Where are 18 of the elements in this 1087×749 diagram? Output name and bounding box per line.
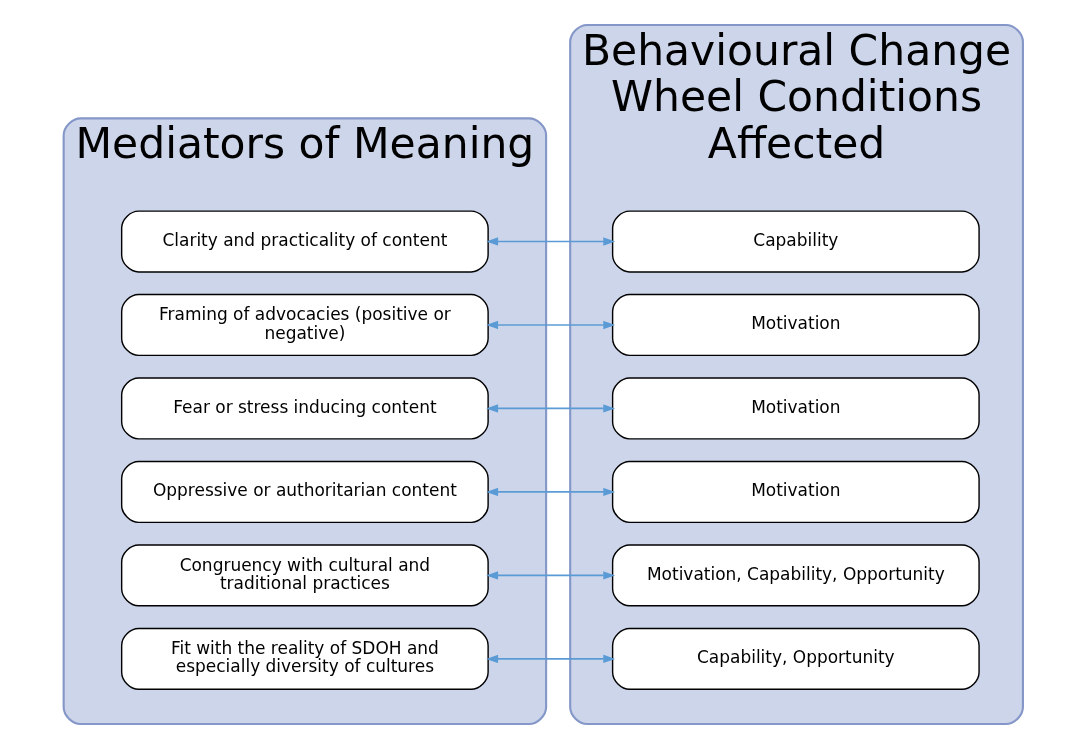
- node-box: Motivation: [611, 460, 980, 524]
- arrow: [485, 571, 615, 580]
- node-box: Congruency with cultural and traditional practices: [120, 544, 489, 607]
- node-box: Clarity and practicality of content: [120, 210, 489, 273]
- node-box: Motivation: [611, 377, 980, 440]
- arrow: [485, 404, 615, 413]
- node-box: Framing of advocacies (positive or negative): [120, 293, 489, 357]
- node-box: Capability, Opportunity: [611, 627, 980, 690]
- node-box: Fear or stress inducing content: [120, 377, 489, 440]
- arrow: [485, 487, 615, 497]
- node-box: Motivation, Capability, Opportunity: [611, 544, 980, 607]
- arrow: [485, 237, 615, 246]
- node-box: Motivation: [611, 293, 980, 357]
- arrow: [485, 320, 615, 330]
- arrow: [485, 654, 615, 664]
- node-box: Oppressive or authoritarian content: [120, 460, 489, 524]
- node-box: Capability: [611, 210, 980, 273]
- node-box: Fit with the reality of SDOH and especially diversity of cultures: [120, 627, 489, 690]
